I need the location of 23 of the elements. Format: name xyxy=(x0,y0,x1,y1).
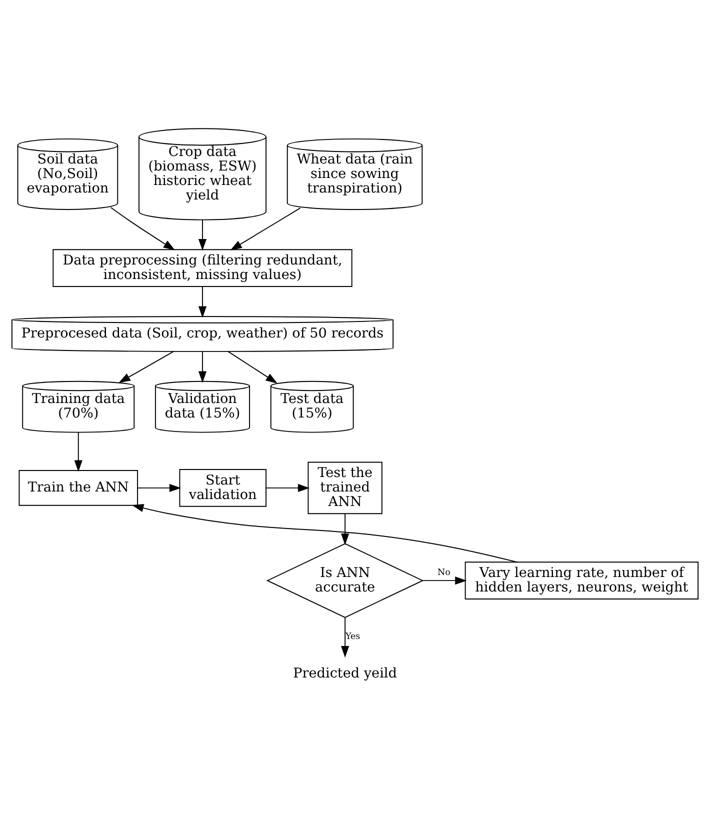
edge-label: Yes xyxy=(346,631,360,642)
arrow xyxy=(118,350,174,382)
arrow xyxy=(198,350,207,382)
arrow xyxy=(340,512,350,545)
arrow xyxy=(266,483,310,492)
arrow xyxy=(74,431,82,472)
arrow xyxy=(422,576,467,584)
arrow xyxy=(228,350,278,383)
arrow xyxy=(230,207,301,250)
node-box: Vary learning rate, number of hidden layers, neurons, weight xyxy=(464,561,699,599)
node-box: Test the trained ANN xyxy=(308,461,382,514)
edge-label: No xyxy=(438,567,450,578)
arrow xyxy=(198,218,207,250)
arrow xyxy=(340,616,350,658)
arrow xyxy=(110,206,176,250)
arrow xyxy=(132,504,518,562)
node-diamond: Is ANN accurate xyxy=(266,542,424,618)
arrow xyxy=(198,286,207,318)
node-box: Data preprocessing (filtering redundant, inconsistent, missing values) xyxy=(52,248,352,286)
node-text: Predicted yeild xyxy=(293,664,397,681)
node-box: Train the ANN xyxy=(18,470,138,506)
arrow xyxy=(137,483,182,492)
node-box: Start validation xyxy=(179,468,266,506)
